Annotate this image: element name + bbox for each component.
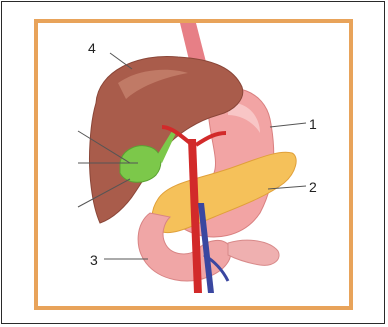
gallbladder xyxy=(120,146,161,182)
label-liver: 4 xyxy=(88,40,96,56)
leader-line-1 xyxy=(270,123,306,127)
diagram-panel: 4 1 2 3 xyxy=(34,19,353,310)
leader-line-4 xyxy=(110,53,132,69)
figure-frame: 4 1 2 3 xyxy=(1,1,385,324)
label-stomach: 1 xyxy=(309,116,317,132)
label-pancreas: 2 xyxy=(309,179,317,195)
jejunum xyxy=(228,240,279,265)
label-duodenum: 3 xyxy=(90,252,98,268)
anatomy-diagram: 4 1 2 3 xyxy=(38,23,349,306)
